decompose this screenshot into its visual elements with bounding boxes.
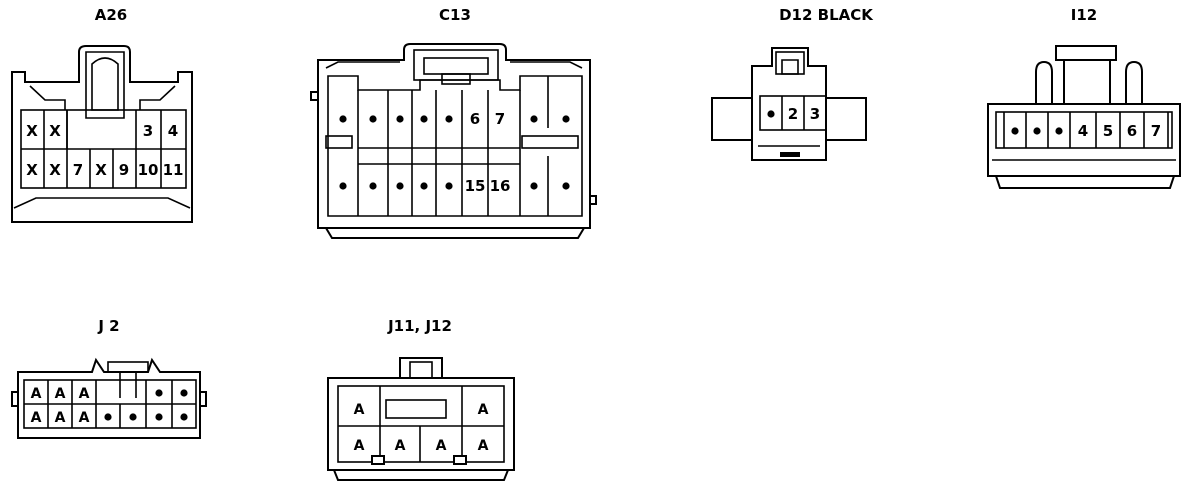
a26-pin-label: X <box>49 161 61 179</box>
c13-pin-dot <box>369 115 377 123</box>
j2-pin-label: A <box>79 410 90 426</box>
c13-pin-dot <box>396 182 404 190</box>
a26-pin-label: X <box>26 122 38 140</box>
a26-pin-label: 4 <box>168 122 178 140</box>
j2-pin-dot <box>180 413 188 421</box>
c13-pin-label: 7 <box>495 110 505 128</box>
connector-d12-title: D12 BLACK <box>779 6 874 24</box>
c13-pin-dot <box>420 182 428 190</box>
connector-j11-title: J11, J12 <box>387 317 452 335</box>
j11-pin-label: A <box>354 402 365 418</box>
i12-pin-label: 4 <box>1078 122 1088 140</box>
j2-pin-dot <box>155 389 163 397</box>
d12-pin-dot <box>767 110 775 118</box>
a26-pin-label: 10 <box>138 161 159 179</box>
j2-pin-label: A <box>31 410 42 426</box>
j2-pin-dot <box>104 413 112 421</box>
j11-pin-label: A <box>436 438 447 454</box>
a26-pin-label: 9 <box>119 161 129 179</box>
i12-pin-label: 7 <box>1151 122 1161 140</box>
c13-pin-dot <box>562 182 570 190</box>
i12-pin-label: 6 <box>1127 122 1137 140</box>
c13-pin-dot <box>339 115 347 123</box>
d12-pin-label: 2 <box>788 105 798 123</box>
connector-i12-title: I12 <box>1071 6 1097 24</box>
connector-a26-title: A26 <box>95 6 127 24</box>
j2-pin-label: A <box>55 410 66 426</box>
c13-pin-dot <box>530 115 538 123</box>
i12-pin-dot <box>1033 127 1041 135</box>
a26-pin-label: 7 <box>73 161 83 179</box>
j2-pin-dot <box>155 413 163 421</box>
c13-pin-label: 15 <box>465 177 486 195</box>
j11-pin-label: A <box>478 402 489 418</box>
c13-pin-dot <box>562 115 570 123</box>
a26-pin-label: 11 <box>163 161 184 179</box>
c13-pin-dot <box>420 115 428 123</box>
c13-pin-dot <box>396 115 404 123</box>
i12-pin-dot <box>1055 127 1063 135</box>
connector-c13-title: C13 <box>439 6 471 24</box>
c13-pin-label: 16 <box>490 177 511 195</box>
j2-pin-label: A <box>79 386 90 402</box>
c13-pin-dot <box>530 182 538 190</box>
j11-pin-label: A <box>354 438 365 454</box>
a26-pin-label: X <box>26 161 38 179</box>
connector-j11-j12: J11, J12 A A A A A A <box>327 317 515 481</box>
a26-pin-label: 3 <box>143 122 153 140</box>
c13-pin-dot <box>339 182 347 190</box>
j11-pin-label: A <box>478 438 489 454</box>
a26-pin-label: X <box>49 122 61 140</box>
d12-pin-label: 3 <box>810 105 820 123</box>
c13-pin-dot <box>445 115 453 123</box>
j11-pin-label: A <box>395 438 406 454</box>
j2-pin-label: A <box>55 386 66 402</box>
i12-pin-dot <box>1011 127 1019 135</box>
a26-pin-label: X <box>95 161 107 179</box>
j2-pin-dot <box>129 413 137 421</box>
j2-pin-label: A <box>31 386 42 402</box>
c13-pin-dot <box>445 182 453 190</box>
j2-pin-dot <box>180 389 188 397</box>
connector-j2-title: J 2 <box>97 317 119 335</box>
c13-pin-label: 6 <box>470 110 480 128</box>
i12-pin-label: 5 <box>1103 122 1113 140</box>
c13-pin-dot <box>369 182 377 190</box>
